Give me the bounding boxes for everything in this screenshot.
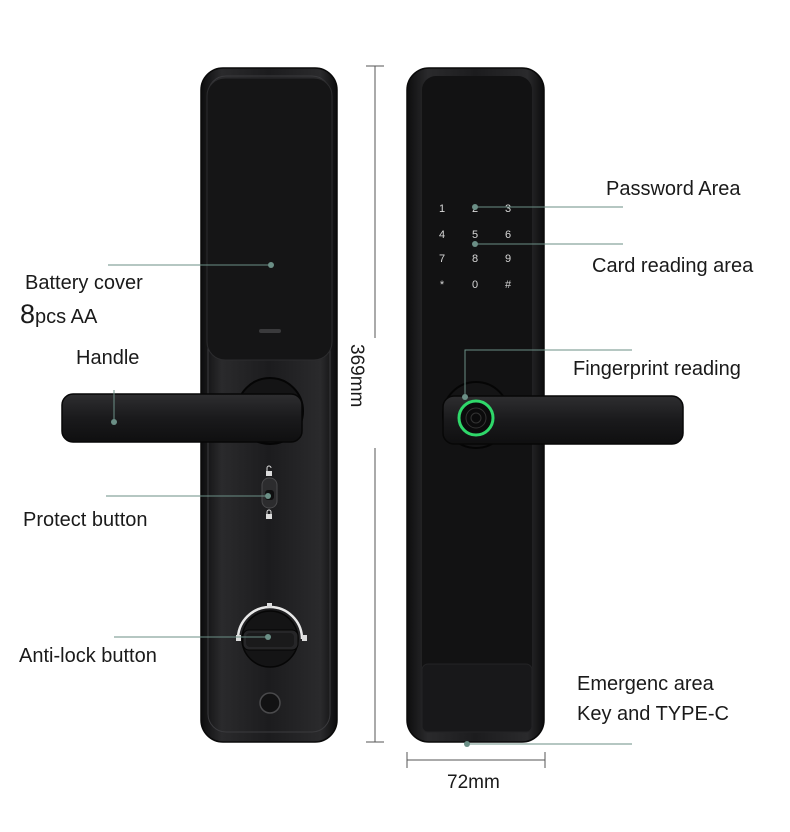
- protect-button-label: Protect button: [23, 509, 148, 531]
- lock-open-icon: [266, 465, 272, 476]
- keypad-key: 1: [439, 203, 445, 215]
- password-area-label: Password Area: [606, 178, 741, 200]
- keypad-key: 5: [472, 229, 478, 241]
- battery-count-unit: pcs AA: [35, 306, 98, 328]
- emergency-area-label: Emergenc area: [577, 673, 714, 695]
- keypad-key: 0: [472, 279, 478, 291]
- keyhole-icon: [259, 692, 281, 714]
- keypad-key: 4: [439, 229, 445, 241]
- protect-button[interactable]: [261, 477, 278, 509]
- keypad-key: 8: [472, 253, 478, 265]
- keypad-key: #: [505, 279, 512, 291]
- emergency-key-typec-label: Key and TYPE-C: [577, 703, 729, 725]
- height-dimension-label: 369mm: [346, 344, 367, 408]
- leader-lines: [106, 206, 632, 745]
- fingerprint-reading-label: Fingerprint reading: [573, 358, 741, 380]
- handle-label: Handle: [76, 347, 140, 369]
- anti-lock-button-label: Anti-lock button: [19, 645, 157, 667]
- keypad-key: 9: [505, 253, 511, 265]
- battery-cover-label: Battery cover: [25, 272, 143, 294]
- battery-count-number: 8: [20, 299, 36, 329]
- keypad-key: 6: [505, 229, 511, 241]
- card-reading-area-label: Card reading area: [592, 255, 754, 277]
- lock-closed-icon: [266, 509, 272, 519]
- width-dimension-label: 72mm: [447, 772, 500, 793]
- back-handle[interactable]: [61, 393, 303, 443]
- height-dimension-line: [366, 65, 384, 743]
- fingerprint-icon[interactable]: [457, 399, 495, 437]
- battery-cover: [206, 77, 333, 361]
- front-handle[interactable]: [442, 395, 684, 445]
- battery-count-label: 8pcs AA: [20, 301, 97, 328]
- width-dimension-line: [406, 752, 546, 768]
- keypad-key: *: [440, 279, 445, 291]
- keypad-key: 3: [505, 203, 511, 215]
- leader-dots: [111, 204, 478, 747]
- keypad-key: 7: [439, 253, 445, 265]
